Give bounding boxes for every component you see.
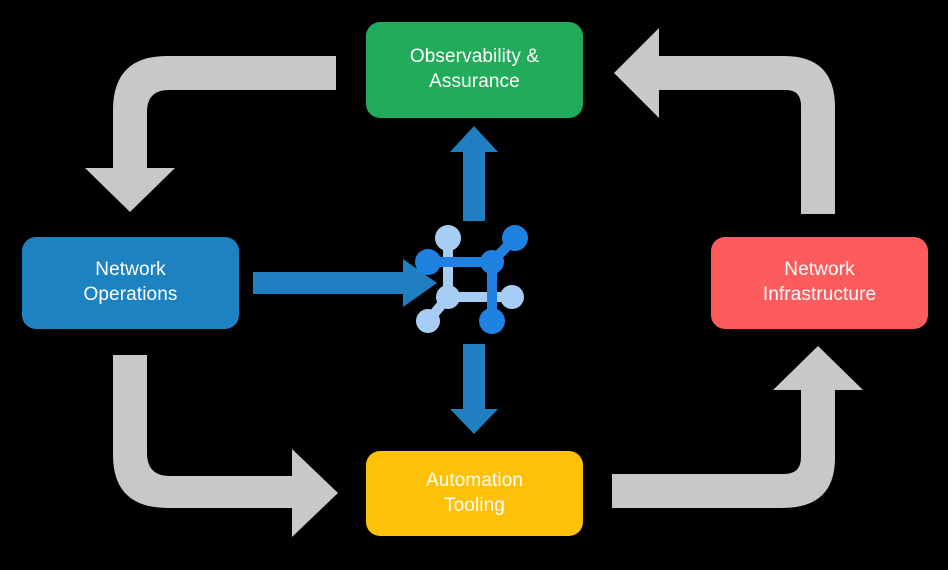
node-observability-assurance-label: Observability & Assurance [409, 46, 540, 92]
network-topology-icon [415, 225, 528, 334]
topology-dark-nodes [415, 225, 528, 334]
gray-arrow-infrastructure-to-observability [614, 28, 835, 214]
topology-light-nodes [416, 225, 524, 333]
node-network-operations[interactable]: Network Operations [22, 237, 239, 329]
blue-arrow-center-to-automation [450, 344, 498, 434]
gray-arrow-operations-to-automation [113, 355, 338, 537]
node-network-infrastructure-label: Network Infrastructure [762, 259, 877, 305]
gray-arrow-automation-to-infrastructure [612, 346, 863, 508]
node-network-infrastructure[interactable]: Network Infrastructure [711, 237, 928, 329]
node-automation-tooling[interactable]: Automation Tooling [366, 451, 583, 536]
node-automation-tooling-label: Automation Tooling [425, 469, 524, 516]
gray-arrow-observability-to-operations [85, 56, 336, 212]
blue-arrow-center-to-observability [450, 126, 498, 221]
blue-arrow-ops-to-center [253, 259, 437, 307]
node-observability-assurance[interactable]: Observability & Assurance [366, 22, 583, 118]
node-network-operations-label: Network Operations [83, 259, 178, 305]
